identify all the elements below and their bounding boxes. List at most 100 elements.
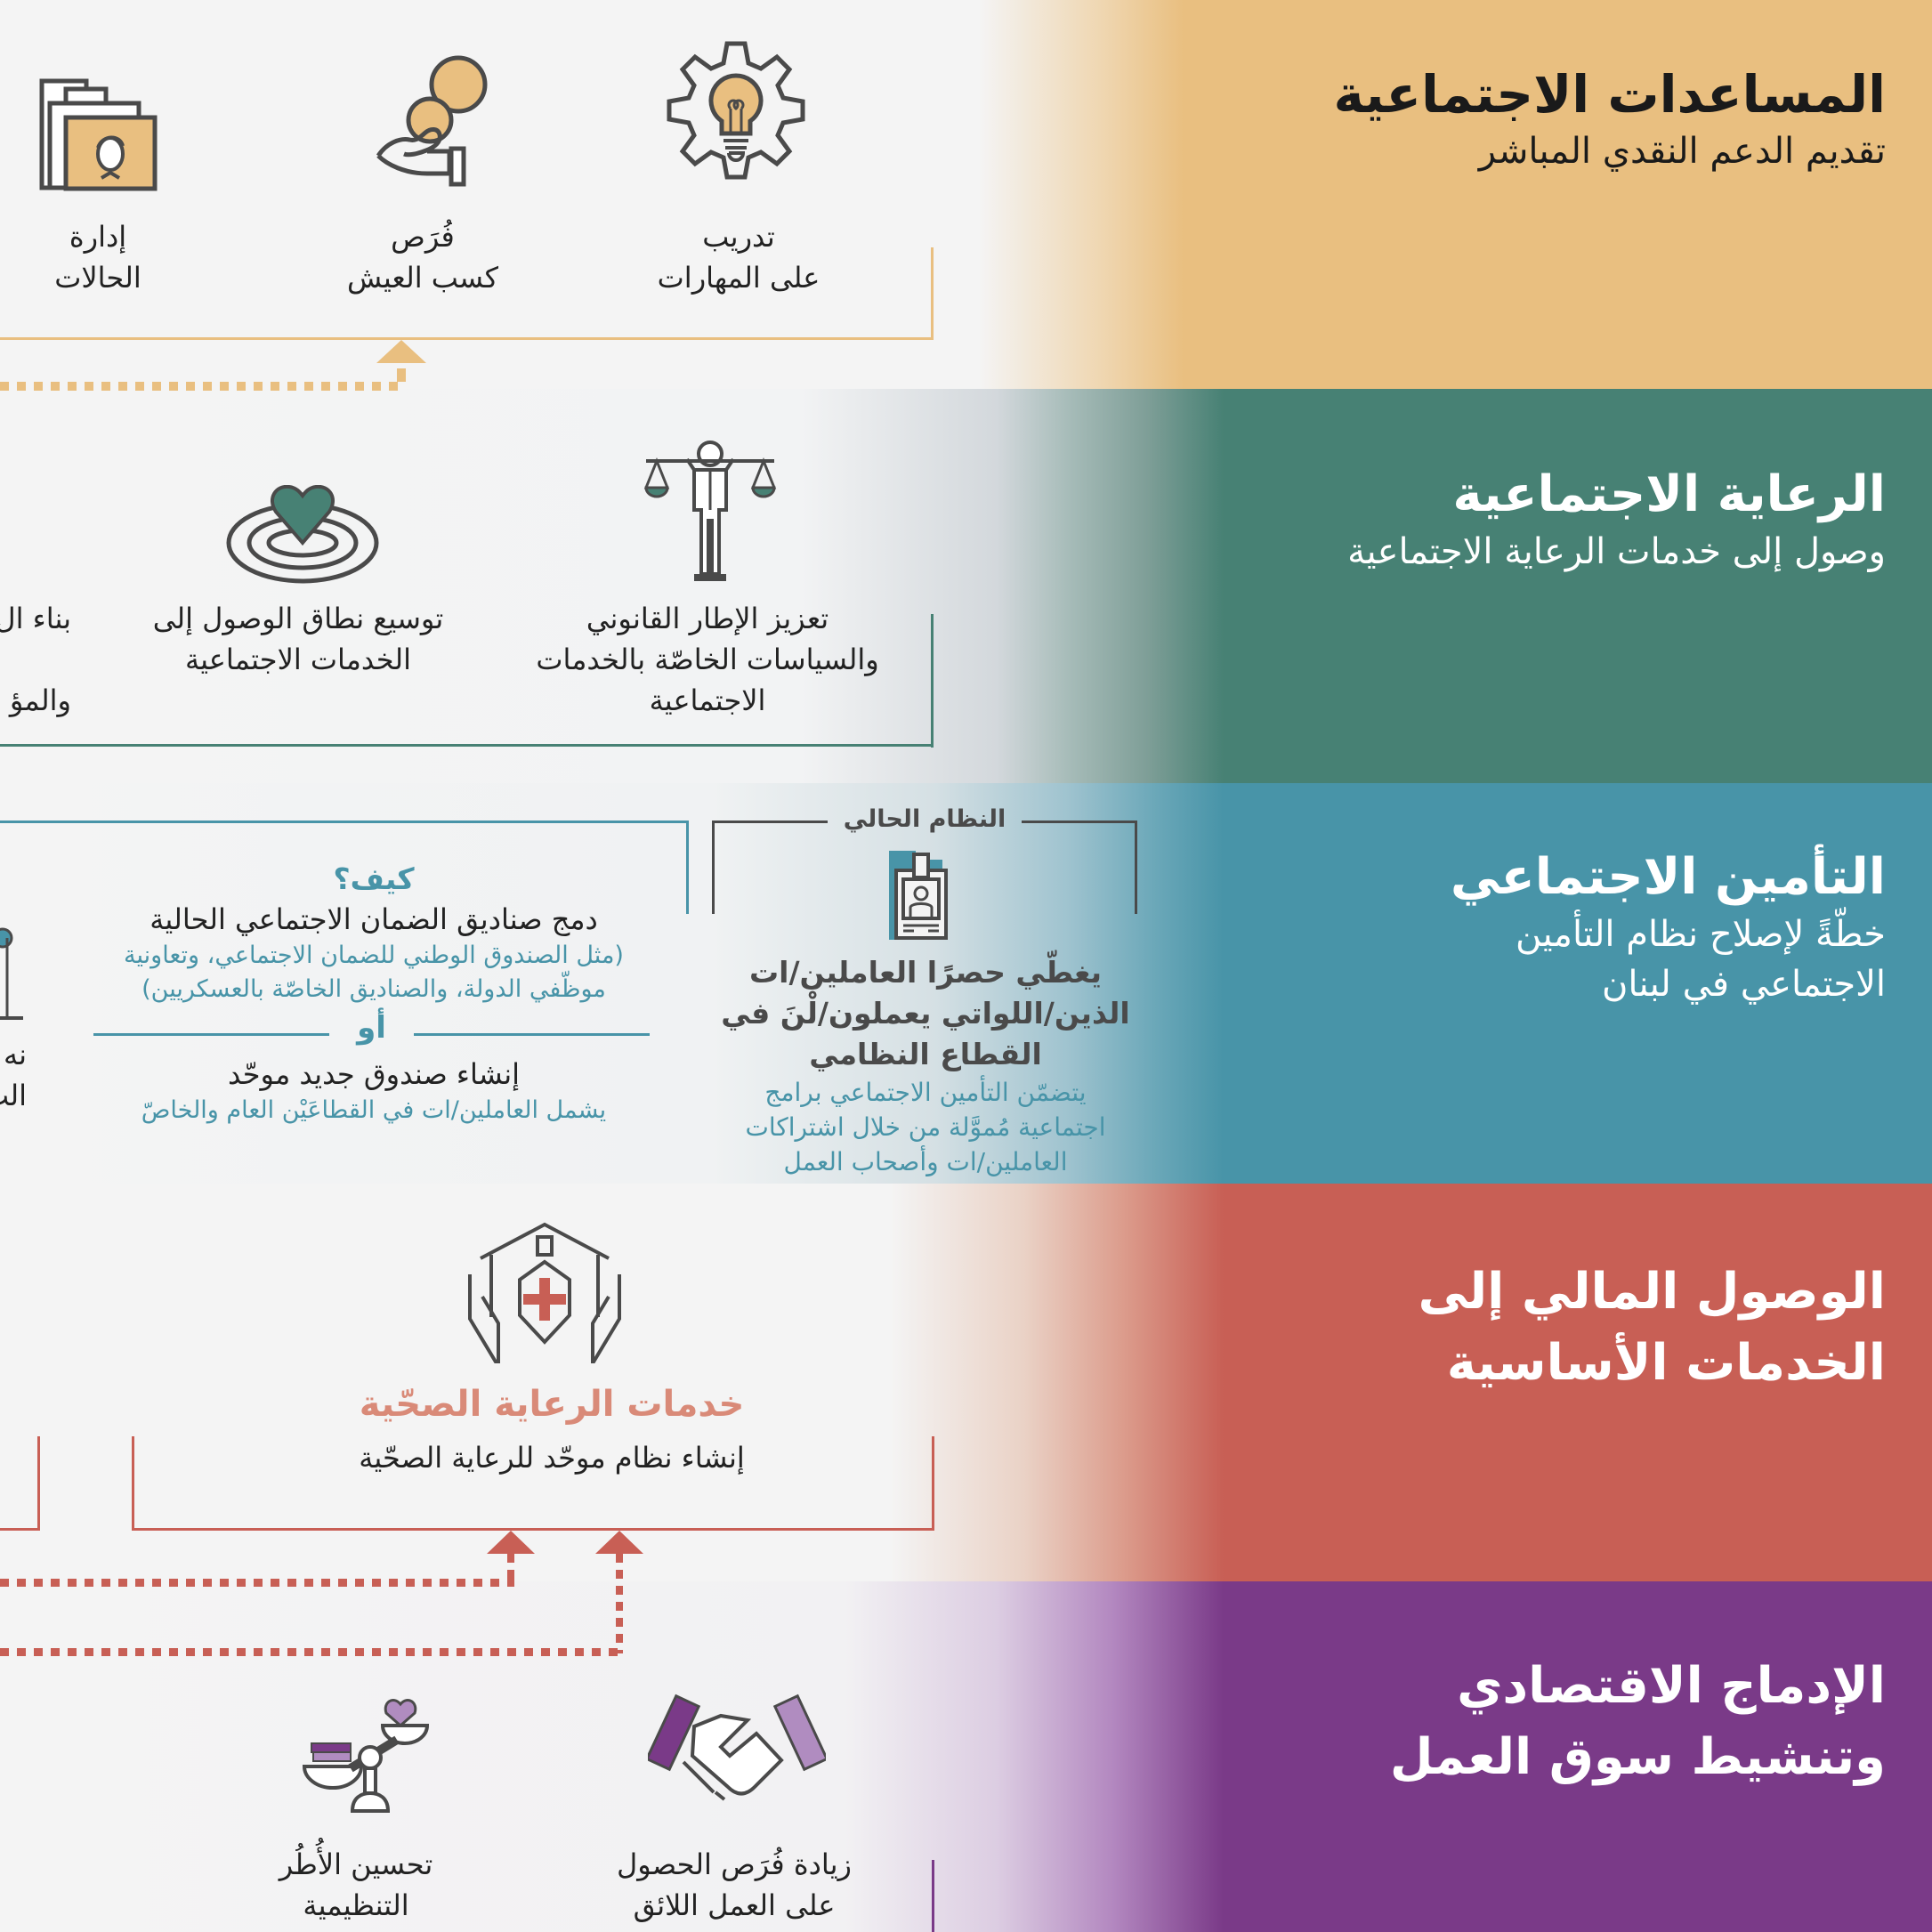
how-heading: كيف؟ (333, 861, 415, 896)
health-description: إنشاء نظام موحّد للرعاية الصحّية (359, 1441, 745, 1475)
option2-section: إنشاء صندوق جديد موحّد يشمل العاملين/ات … (53, 1055, 694, 1128)
bold-line1: يغطّي حصرًا العاملين/ات (749, 955, 1102, 990)
cut-icon (0, 926, 27, 1023)
bracket-line (932, 1860, 934, 1932)
option2: إنشاء صندوق جديد موحّد (227, 1057, 521, 1091)
bracket-line (931, 247, 934, 340)
band-title: التأمين الاجتماعي (1450, 848, 1886, 906)
social-welfare-heading: الرعاية الاجتماعية وصول إلى خدمات الرعاي… (1347, 463, 1886, 577)
band-title-line2: وتنشيط سوق العمل (1389, 1728, 1886, 1786)
health-title: خدمات الرعاية الصحّية (359, 1384, 745, 1425)
item-cut-label: نه الت (0, 1034, 27, 1116)
item-label-line2: التنظيمية (303, 1888, 409, 1922)
item-label-line1: توسيع نطاق الوصول إلى (152, 602, 444, 635)
item-regulatory-frameworks: تحسين الأُطُر التنظيمية (249, 1844, 463, 1926)
balance-heart-books-icon (301, 1695, 443, 1815)
social-assistance-heading: المساعدات الاجتماعية تقديم الدعم النقدي … (1334, 62, 1887, 176)
bracket-line (932, 1436, 934, 1531)
bracket-line (37, 1436, 40, 1531)
dotted-connector (0, 1579, 514, 1587)
bold-line3: القطاع النظامي (809, 1037, 1042, 1071)
how-section: كيف؟ دمج صناديق الضمان الاجتماعي الحالية… (53, 859, 694, 1006)
item-livelihood-opportunities: فُرَص كسب العيش (307, 216, 538, 298)
bracket-line (1135, 820, 1137, 914)
bracket-line (132, 1528, 934, 1531)
band-title: الرعاية الاجتماعية (1452, 465, 1886, 523)
bracket-line (0, 1528, 40, 1531)
bracket-line (712, 820, 828, 823)
item-label-line1: زيادة فُرَص الحصول (617, 1847, 852, 1881)
or-label: أو (357, 1010, 386, 1046)
arrow-up-icon (595, 1531, 643, 1554)
item-label-line1: فُرَص (391, 220, 455, 254)
band-title-line1: الوصول المالي إلى (1418, 1263, 1887, 1321)
band-social-assistance (0, 0, 1932, 389)
social-insurance-heading: التأمين الاجتماعي خطّةً لإصلاح نظام التأ… (1451, 845, 1886, 1009)
gear-lightbulb-icon (663, 40, 810, 187)
item-case-management: إدارة الحالات (0, 216, 196, 298)
bracket-line (1022, 820, 1137, 823)
item-expand-access: توسيع نطاق الوصول إلى الخدمات الاجتماعية (125, 598, 472, 680)
item-label-line1: إدارة (69, 220, 127, 254)
current-system-label: النظام الحالي (843, 805, 1006, 833)
bracket-line (132, 1436, 134, 1531)
item-label-line1: تحسين الأُطُر (279, 1847, 433, 1881)
economic-inclusion-heading: الإدماج الاقتصادي وتنشيط سوق العمل (1390, 1651, 1886, 1793)
band-social-welfare (0, 389, 1932, 783)
band-subtitle: تقديم الدعم النقدي المباشر (1478, 131, 1886, 172)
item-label-line2: على العمل اللائق (633, 1888, 836, 1922)
bracket-line (0, 337, 934, 340)
note-line2: اجتماعية مُموَّلة من خلال اشتراكات (745, 1112, 1106, 1142)
dotted-connector (397, 368, 406, 382)
item-label-line1: تعزيز الإطار القانوني (586, 602, 829, 635)
item-skills-training: تدريب على المهارات (623, 216, 854, 298)
item-label-line2: كسب العيش (347, 261, 498, 295)
bold-line2: الذين/اللواتي يعملون/لْنَ في (721, 996, 1130, 1031)
bracket-line (0, 820, 689, 823)
current-system-description: يغطّي حصرًا العاملين/ات الذين/اللواتي يع… (712, 952, 1139, 1179)
item-label-line2: الخدمات الاجتماعية (184, 643, 411, 676)
divider-line (414, 1033, 650, 1036)
band-subtitle-line2: الاجتماعي في لبنان (1601, 964, 1886, 1005)
note-line1: يتضمّن التأمين الاجتماعي برامج (764, 1078, 1087, 1107)
item-label-line1: تدريب (702, 220, 775, 254)
dotted-connector (0, 1648, 623, 1656)
bracket-line (0, 744, 934, 747)
dotted-connector (507, 1554, 514, 1582)
option1: دمج صناديق الضمان الاجتماعي الحالية (150, 902, 598, 936)
item-label-line2: الت (0, 1079, 27, 1112)
band-title: المساعدات الاجتماعية (1333, 64, 1887, 125)
bracket-line (712, 820, 715, 914)
item-legal-framework: تعزيز الإطار القانوني والسياسات الخاصّة … (516, 598, 899, 721)
item-label-line3: الاجتماعية (649, 683, 766, 717)
option1-note-line2: موظّفي الدولة، والصناديق الخاصّة بالعسكر… (141, 975, 606, 1003)
case-folder-icon (39, 78, 159, 194)
item-label-line2: على المهارات (657, 261, 820, 295)
band-title-line2: الخدمات الأساسية (1446, 1334, 1886, 1392)
option1-note-line1: (مثل الصندوق الوطني للضمان الاجتماعي، وت… (124, 942, 624, 969)
item-label-line3: والمؤ (9, 683, 71, 717)
handshake-icon (648, 1691, 826, 1811)
dotted-connector (0, 382, 400, 391)
bracket-line (931, 614, 934, 748)
item-label-line1: بناء ال (0, 602, 71, 635)
band-subtitle: وصول إلى خدمات الرعاية الاجتماعية (1347, 531, 1886, 572)
arrow-up-icon (376, 340, 426, 363)
justice-scales-person-icon (639, 434, 781, 586)
health-house-hands-icon (463, 1221, 627, 1363)
item-decent-work: زيادة فُرَص الحصول على العمل اللائق (570, 1844, 899, 1926)
note-line3: العاملين/ات وأصحاب العمل (783, 1147, 1068, 1176)
heart-target-icon (222, 485, 383, 587)
option2-note: يشمل العاملين/ات في القطاعَيْن العام وال… (141, 1096, 607, 1124)
item-label-line2: الحالات (54, 261, 141, 295)
band-social-insurance (0, 783, 1932, 1184)
band-title-line1: الإدماج الاقتصادي (1457, 1657, 1886, 1715)
item-label-line2 (0, 639, 71, 680)
bracket-line (686, 820, 689, 914)
arrow-up-icon (487, 1531, 535, 1554)
band-subtitle-line1: خطّةً لإصلاح نظام التأمين (1516, 914, 1886, 955)
hand-coins-icon (369, 49, 503, 191)
financial-access-heading: الوصول المالي إلى الخدمات الأساسية (1419, 1257, 1887, 1399)
id-badge-icon (884, 845, 955, 943)
item-label-line2: والسياسات الخاصّة بالخدمات (536, 643, 879, 676)
